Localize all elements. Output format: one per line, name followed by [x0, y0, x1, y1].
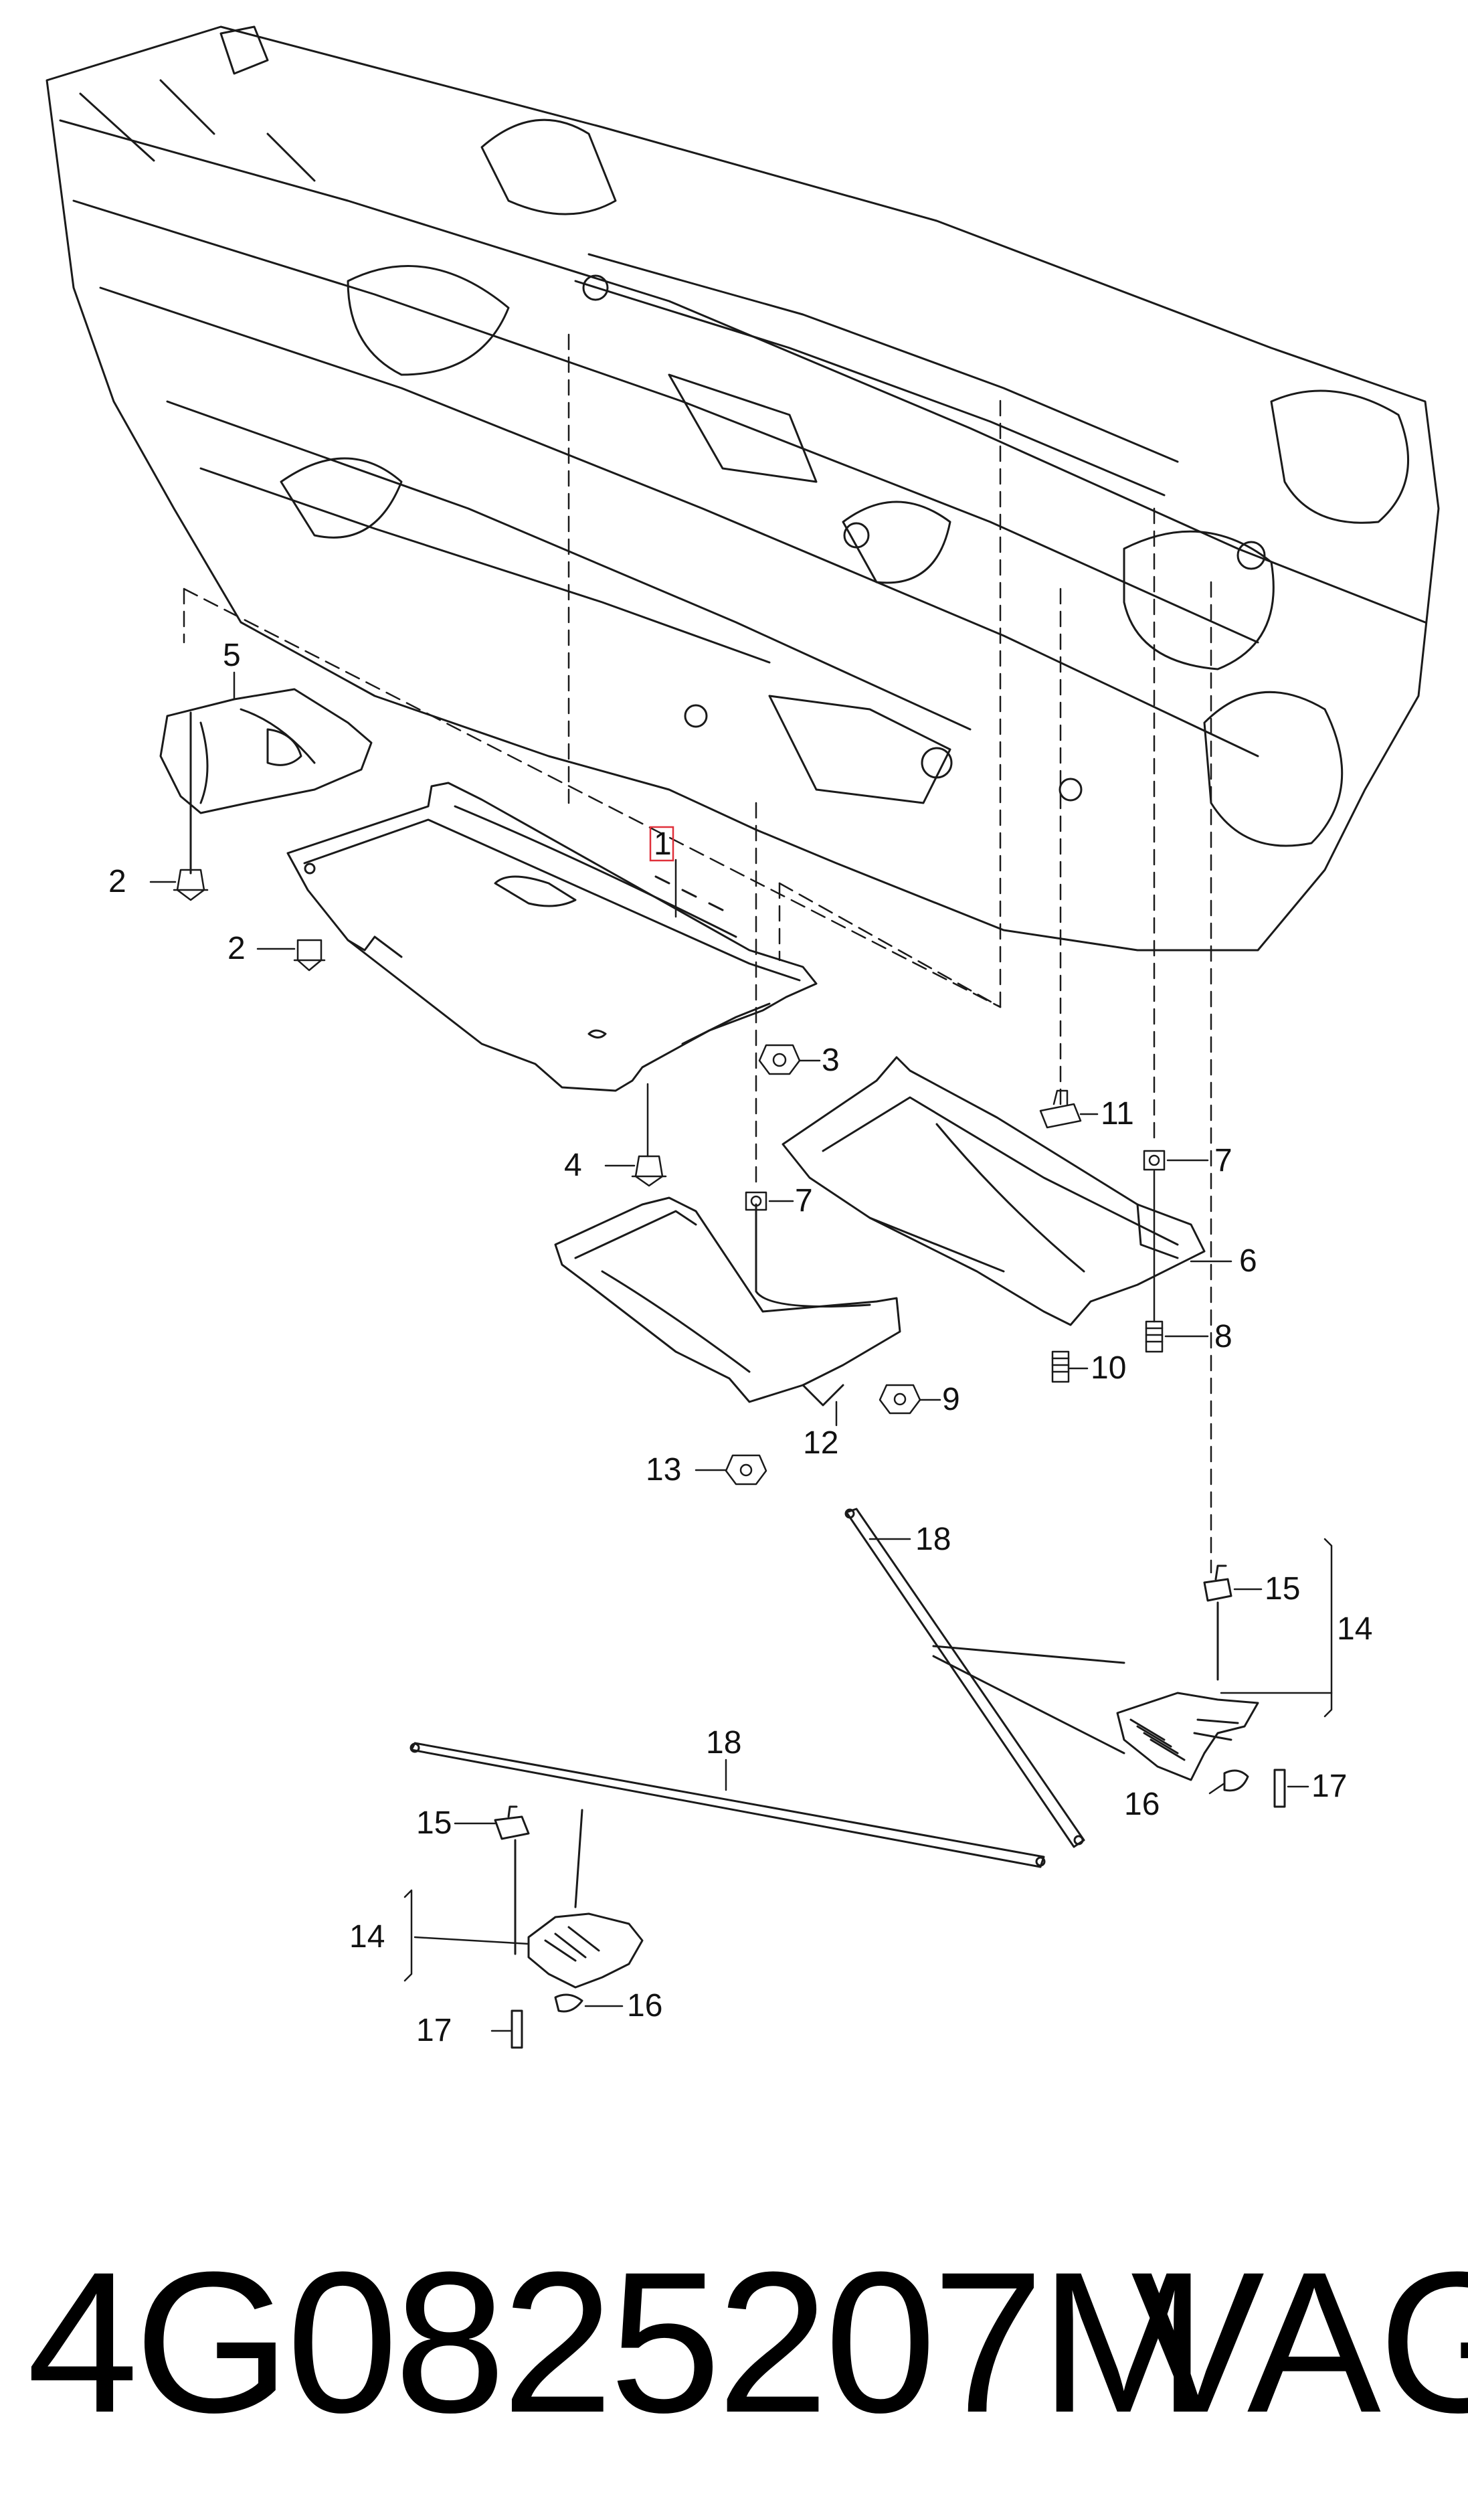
- callout-15: 15: [416, 1805, 452, 1841]
- callout-3: 3: [822, 1043, 840, 1078]
- callout-labels: 1 2 2 3 4 5 6 7 7 8 9 10 11 12 13 14 14 …: [108, 638, 1372, 2048]
- callout-5: 5: [223, 638, 241, 673]
- callout-17: 17: [416, 2013, 452, 2048]
- callout-6: 6: [1239, 1243, 1257, 1279]
- callout-14: 14: [1337, 1611, 1372, 1647]
- callout-10: 10: [1091, 1350, 1126, 1386]
- callout-14: 14: [349, 1919, 385, 1955]
- part-5-shield: [159, 688, 373, 875]
- callout-4: 4: [564, 1148, 582, 1183]
- fasteners: [173, 869, 1166, 1486]
- callout-18: 18: [706, 1725, 741, 1761]
- part-6-side-shield: [782, 1056, 1206, 1326]
- leader-lines: [149, 671, 1333, 2032]
- callout-18: 18: [915, 1522, 951, 1557]
- vehicle-underbody-illustration: [45, 25, 1440, 952]
- callout-7: 7: [1214, 1143, 1232, 1178]
- callout-15: 15: [1265, 1571, 1300, 1607]
- callout-9: 9: [942, 1382, 960, 1417]
- alignment-lines: [183, 333, 1212, 1574]
- callout-16: 16: [627, 1988, 662, 2023]
- callout-2: 2: [227, 931, 246, 966]
- part-1-underbody-panel: [286, 782, 818, 1092]
- part-18-rods: [409, 1508, 1085, 1868]
- callout-12: 12: [803, 1425, 838, 1461]
- part-1-callout-highlight: [649, 826, 674, 862]
- callout-2: 2: [108, 864, 126, 899]
- callout-8: 8: [1214, 1319, 1232, 1354]
- callout-7: 7: [795, 1183, 813, 1219]
- callout-11: 11: [1101, 1096, 1134, 1132]
- callout-17: 17: [1311, 1769, 1347, 1804]
- callout-13: 13: [646, 1452, 681, 1488]
- part-12-side-shield: [554, 1196, 901, 1407]
- brand-label: VAG: [1131, 2230, 1468, 2454]
- part-14-bracket-right: [932, 1564, 1286, 1808]
- part-number-label: 4G0825207M: [27, 2230, 1207, 2454]
- part-14-bracket-left: [494, 1805, 644, 2049]
- callout-16: 16: [1124, 1787, 1160, 1822]
- callout-1: 1: [654, 826, 672, 862]
